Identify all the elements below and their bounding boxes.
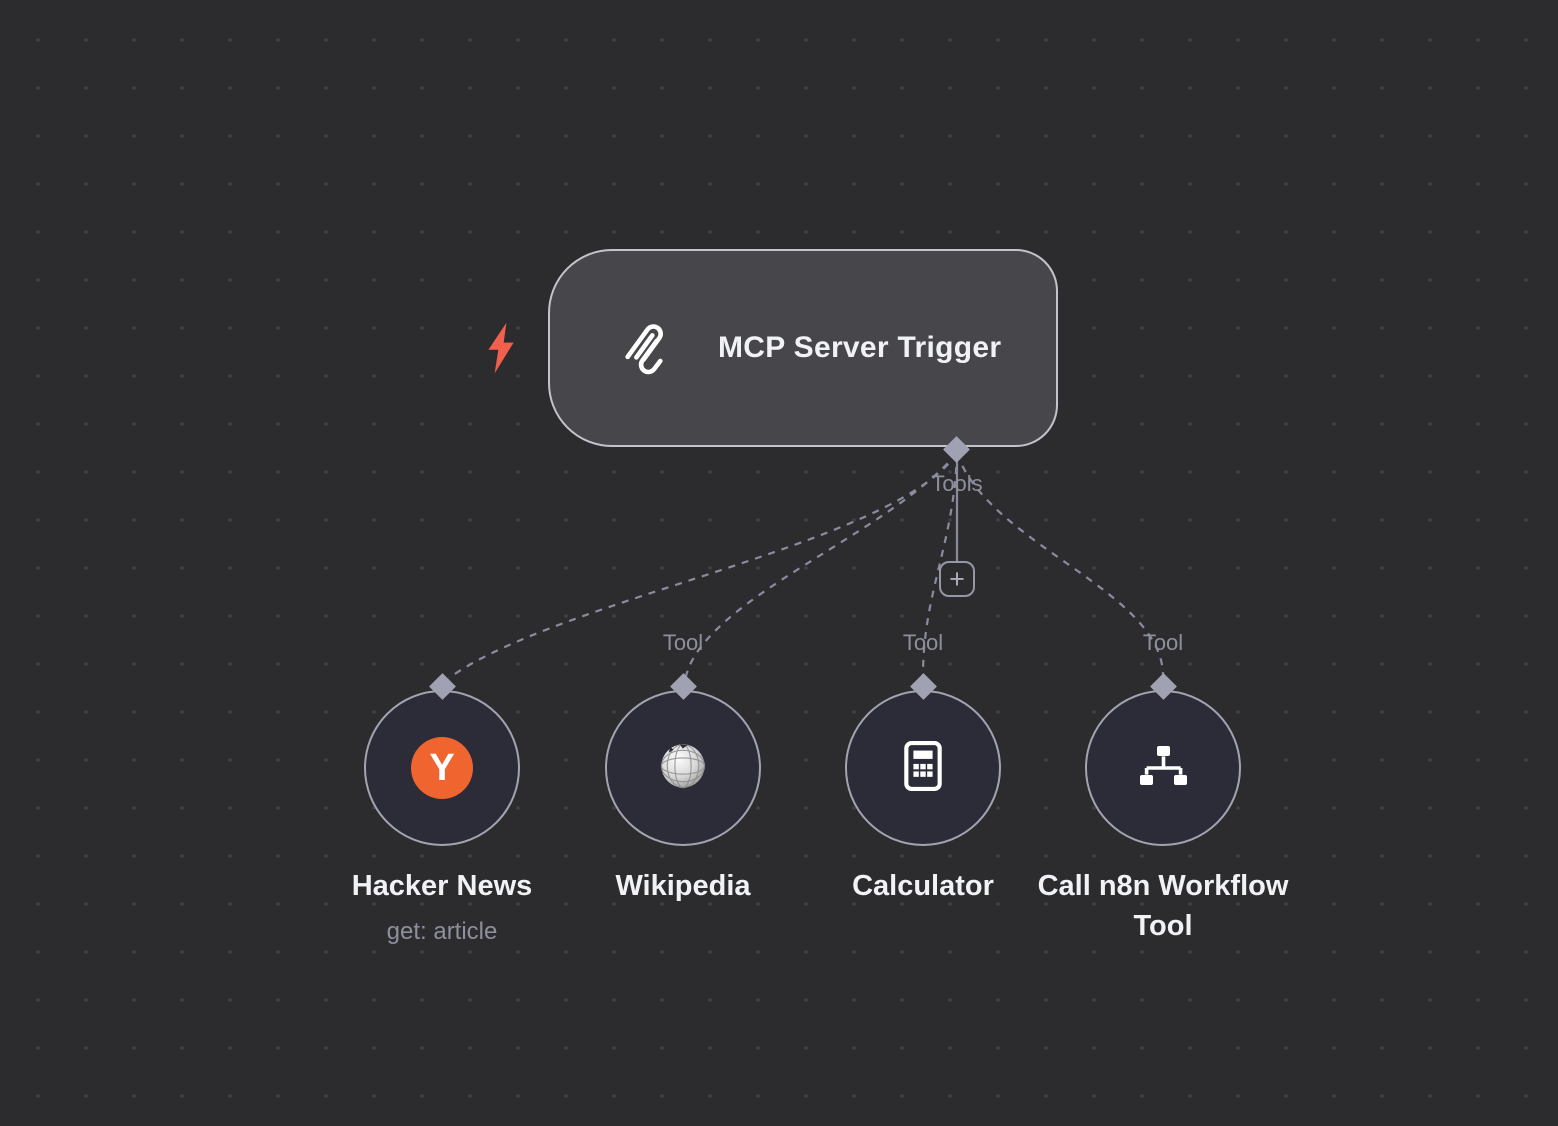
- tool-node-label: Wikipedia: [615, 870, 751, 902]
- add-tool-button[interactable]: +: [939, 561, 975, 597]
- tool-node-call-n8n-workflow[interactable]: Tool Call n8n Workflow Tool: [1013, 628, 1313, 963]
- tool-node-label: Call n8n Workflow Tool: [1037, 870, 1289, 942]
- tool-node-sublabel: get: article: [386, 918, 498, 945]
- tool-node-hacker-news[interactable]: Y Hacker News get: article: [292, 628, 592, 963]
- mcp-server-trigger-node[interactable]: MCP Server Trigger: [548, 249, 1058, 447]
- tool-node-label: Calculator: [852, 870, 994, 902]
- calculator-node-circle[interactable]: [845, 690, 1001, 846]
- n8n-workflow-node-circle[interactable]: [1085, 690, 1241, 846]
- hacker-news-y-icon: Y: [411, 737, 473, 799]
- connection-tools-to-wikipedia[interactable]: [684, 452, 958, 677]
- mcp-icon: [618, 317, 676, 380]
- tool-input-port-label: Tool: [902, 630, 944, 655]
- lightning-bolt-icon: [483, 320, 519, 381]
- connection-tools-to-hacker-news[interactable]: [448, 452, 958, 679]
- sitemap-icon: [1135, 742, 1191, 795]
- connection-tools-to-calculator[interactable]: [921, 452, 959, 677]
- wikipedia-node-circle[interactable]: [605, 690, 761, 846]
- tool-input-port-label: Tool: [1142, 630, 1184, 655]
- hacker-news-node-circle[interactable]: Y: [364, 690, 520, 846]
- tool-input-port-label: Tool: [662, 630, 704, 655]
- calculator-icon: [898, 738, 948, 799]
- tool-node-wikipedia[interactable]: Tool: [533, 628, 833, 963]
- tool-node-calculator[interactable]: Tool Calculator: [773, 628, 1073, 963]
- tool-node-label: Hacker News: [351, 870, 533, 902]
- tools-port-label: Tools: [931, 471, 983, 496]
- wikipedia-globe-icon: [656, 739, 710, 798]
- trigger-node-label: MCP Server Trigger: [718, 331, 1002, 364]
